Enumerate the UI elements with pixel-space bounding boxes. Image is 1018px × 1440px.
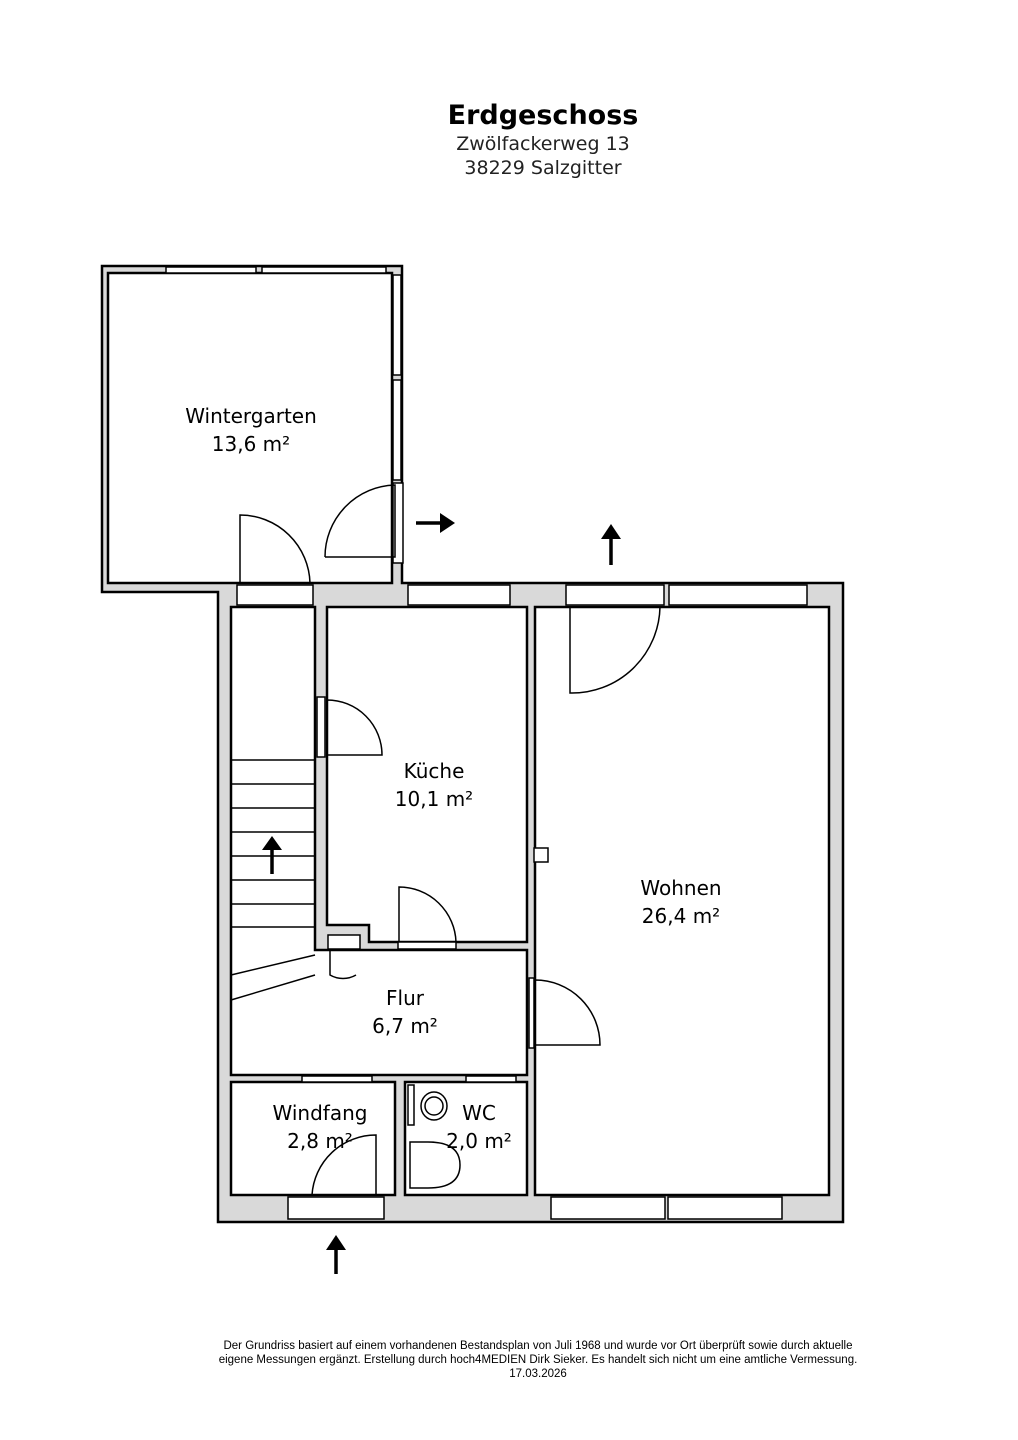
disclaimer-footer: Der Grundriss basiert auf einem vorhande…: [0, 1339, 1018, 1381]
room-wohnen: [533, 605, 831, 1197]
arrow-up-icon: [326, 1235, 346, 1250]
doors: [239, 484, 661, 1196]
stairs: [230, 759, 316, 1001]
address-city: 38229 Salzgitter: [464, 157, 622, 179]
disclaimer-line-2: eigene Messungen ergänzt. Erstellung dur…: [218, 1354, 858, 1366]
address-street: Zwölfackerweg 13: [456, 133, 630, 155]
windows: [165, 266, 808, 1220]
disclaimer-line-1: Der Grundriss basiert auf einem vorhande…: [223, 1340, 853, 1352]
direction-arrows: [262, 513, 621, 1274]
plan-date: 17.03.2026: [509, 1368, 567, 1380]
arrow-up-icon: [601, 524, 621, 539]
room-windfang: [229, 1080, 397, 1197]
floor-title: Erdgeschoss: [447, 100, 639, 131]
arrow-right-icon: [440, 513, 455, 533]
wc-fixtures: [409, 1091, 461, 1189]
arrow-up-icon: [262, 836, 282, 850]
rooms: [106, 271, 831, 1197]
room-kueche: [325, 605, 529, 944]
